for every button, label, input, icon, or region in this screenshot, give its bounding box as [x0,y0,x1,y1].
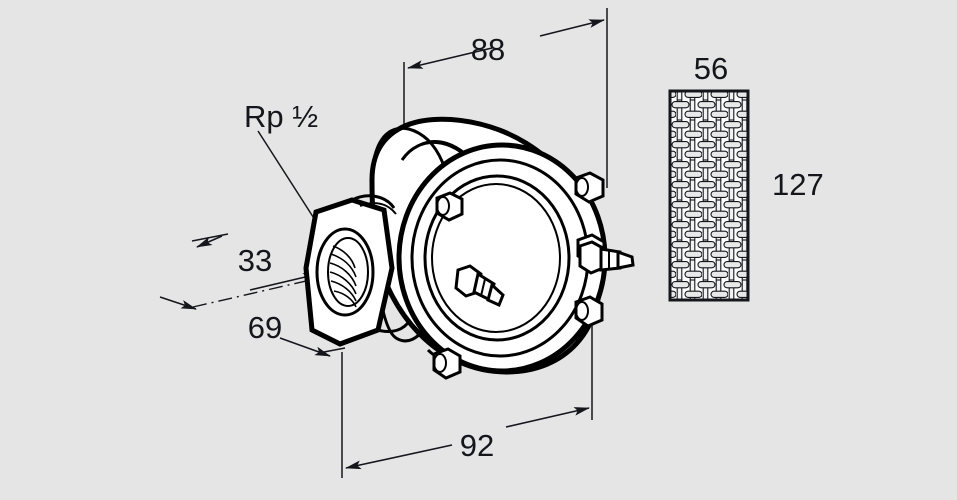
cover-plate-inner [431,183,561,333]
flange-outer [396,142,608,374]
thread-spec-label: Rp ½ [244,99,318,134]
threaded-port-assembly [303,194,412,347]
nipple-front-tip [486,282,505,308]
screen-border [668,89,750,302]
valve-assembly [303,116,635,380]
callout-thread-spec: Rp ½ [244,99,334,249]
boss-neck-upper [351,194,396,209]
filter-screen: 56 127 [668,51,824,302]
dim-arrow-69-tail [279,337,331,357]
dimension-88: 88 [403,8,608,188]
dimension-label-33: 33 [238,243,272,278]
dim-arrow-right [539,19,605,37]
dimension-92: 92 [341,312,593,478]
dimension-33: 33 [191,233,272,278]
dim-arrow-33 [196,235,223,248]
dimension-label-69: 69 [248,310,282,345]
thread-arcs [329,245,357,308]
nipple-right [578,240,635,275]
screen-width-label: 56 [694,51,728,86]
dim-arrow-69-lower [159,296,197,310]
cover-plate [423,174,571,342]
nipple-right-tip [616,249,635,270]
bolt-upper-left [435,191,464,222]
dimension-label-92: 92 [460,428,494,463]
bolt-lower-left [432,347,462,380]
boss-neck-rib [359,202,397,215]
dim-arrow-left [407,47,493,69]
bolt-upper-right [574,171,605,204]
nipple-front [454,264,505,308]
bolt-lower-right [574,295,604,328]
dimension-label-88: 88 [471,32,505,67]
screen-weave [671,92,747,299]
screen-height-label: 127 [772,167,824,202]
thread-bore [327,237,369,307]
dim-arrow-right [505,407,590,428]
extension-line-69 [323,347,346,353]
dim-arrow-left [345,444,453,470]
boss-neck-lower [377,319,412,334]
